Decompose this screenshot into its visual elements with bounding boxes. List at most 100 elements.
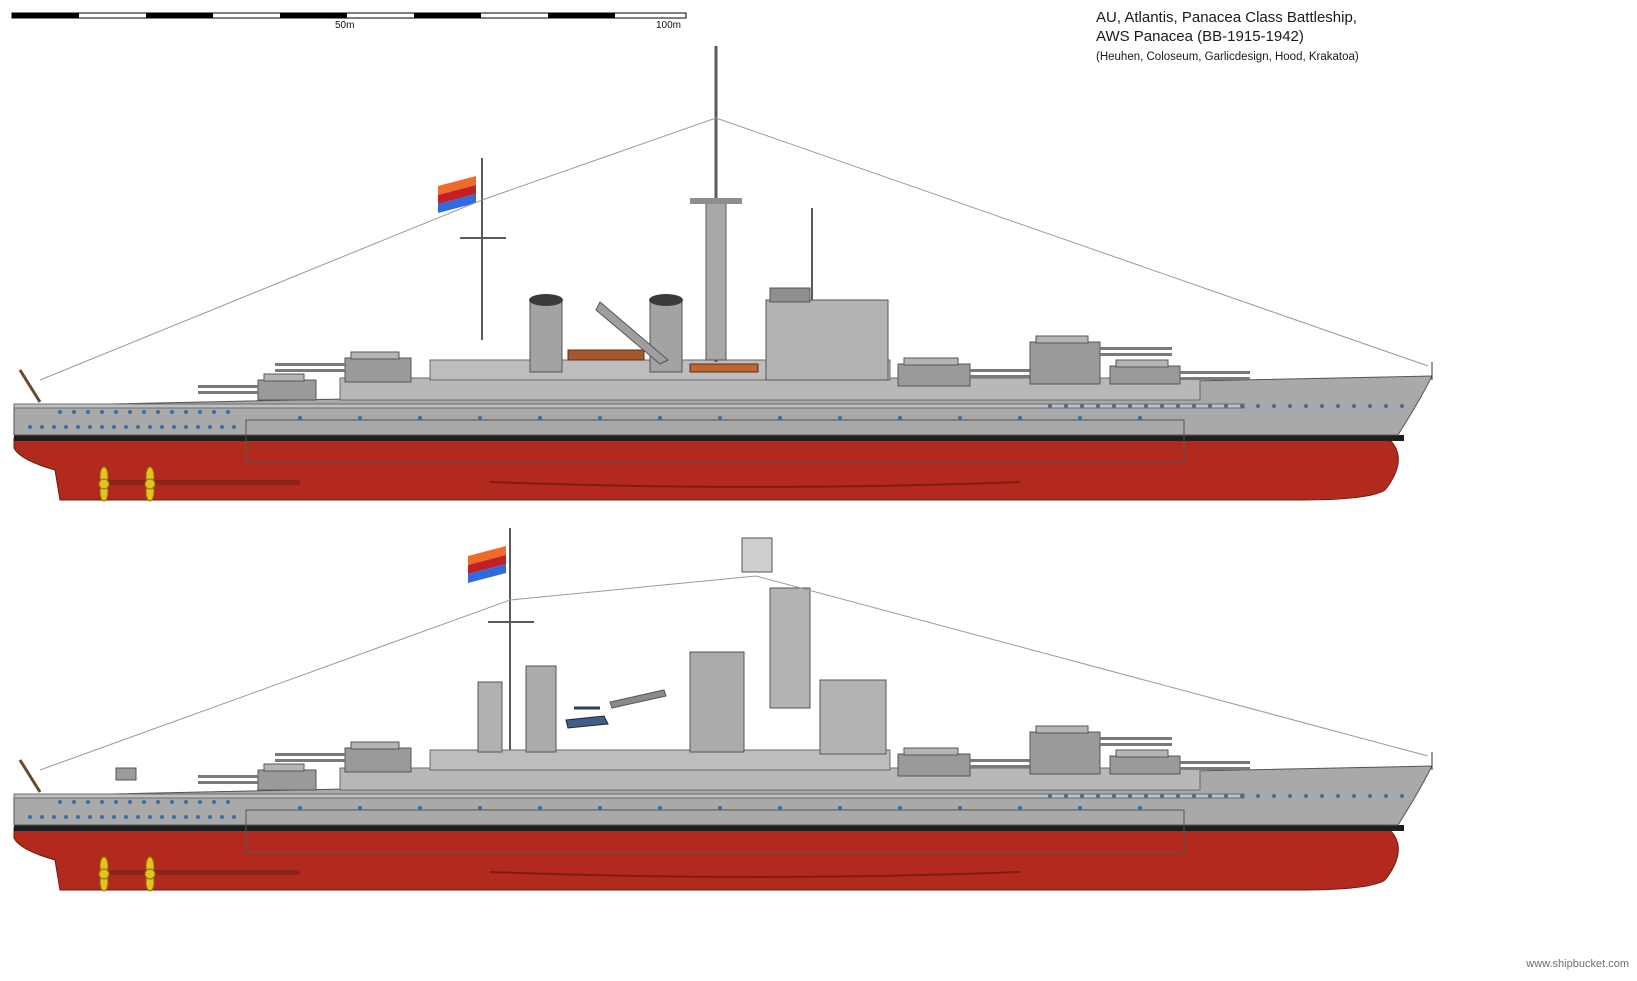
porthole bbox=[418, 416, 422, 420]
ships-boat bbox=[567, 349, 645, 361]
porthole bbox=[1272, 404, 1276, 408]
gun-barrel bbox=[970, 369, 1032, 372]
porthole bbox=[28, 815, 32, 819]
porthole bbox=[232, 425, 236, 429]
porthole bbox=[226, 410, 230, 414]
porthole bbox=[58, 410, 62, 414]
porthole bbox=[232, 815, 236, 819]
porthole bbox=[58, 800, 62, 804]
porthole bbox=[1320, 794, 1324, 798]
propeller-shaft bbox=[100, 870, 300, 875]
porthole bbox=[1096, 404, 1100, 408]
funnel-fore bbox=[529, 299, 563, 373]
porthole bbox=[1400, 404, 1404, 408]
gun-barrel bbox=[198, 385, 258, 388]
gun-barrel bbox=[1100, 737, 1172, 740]
flag-stripe bbox=[438, 185, 476, 204]
porthole bbox=[1272, 794, 1276, 798]
porthole bbox=[212, 410, 216, 414]
turret-roof bbox=[903, 747, 959, 756]
porthole bbox=[198, 410, 202, 414]
porthole bbox=[208, 815, 212, 819]
porthole bbox=[1176, 404, 1180, 408]
gun-barrel bbox=[1180, 377, 1250, 380]
porthole bbox=[88, 815, 92, 819]
porthole bbox=[1240, 794, 1244, 798]
porthole bbox=[136, 815, 140, 819]
armor-belt bbox=[245, 809, 1185, 853]
porthole bbox=[598, 806, 602, 810]
porthole bbox=[100, 800, 104, 804]
hull-underwater bbox=[13, 827, 1399, 891]
bridge-tower bbox=[765, 299, 889, 381]
gun-barrel bbox=[1180, 767, 1250, 770]
porthole bbox=[1048, 794, 1052, 798]
boat-crane bbox=[595, 301, 669, 365]
porthole bbox=[478, 416, 482, 420]
ship-profile-1942 bbox=[13, 528, 1433, 892]
porthole bbox=[100, 425, 104, 429]
porthole bbox=[198, 800, 202, 804]
porthole bbox=[148, 815, 152, 819]
porthole bbox=[1096, 794, 1100, 798]
stern-flagstaff bbox=[18, 369, 42, 403]
porthole bbox=[76, 425, 80, 429]
porthole bbox=[184, 425, 188, 429]
porthole bbox=[160, 815, 164, 819]
radar-antenna bbox=[741, 537, 773, 573]
porthole bbox=[1160, 794, 1164, 798]
porthole bbox=[1138, 416, 1142, 420]
porthole bbox=[184, 410, 188, 414]
funnel bbox=[689, 651, 745, 753]
porthole bbox=[598, 416, 602, 420]
deck-line bbox=[13, 403, 1245, 409]
propeller-hub bbox=[144, 868, 156, 880]
porthole bbox=[658, 806, 662, 810]
gun-barrel bbox=[970, 759, 1032, 762]
propeller-hub bbox=[98, 868, 110, 880]
propeller-shaft bbox=[100, 480, 300, 485]
porthole bbox=[1144, 794, 1148, 798]
tower-bridge bbox=[769, 587, 811, 709]
gun-turret bbox=[897, 753, 971, 777]
porthole bbox=[1368, 794, 1372, 798]
ship-profile-1915 bbox=[13, 46, 1433, 502]
porthole bbox=[1304, 404, 1308, 408]
porthole bbox=[1064, 794, 1068, 798]
gun-turret bbox=[257, 379, 317, 401]
porthole bbox=[160, 425, 164, 429]
porthole bbox=[1064, 404, 1068, 408]
porthole bbox=[86, 800, 90, 804]
porthole bbox=[1192, 794, 1196, 798]
porthole bbox=[114, 800, 118, 804]
porthole bbox=[1384, 794, 1388, 798]
porthole bbox=[1080, 794, 1084, 798]
seaplane bbox=[565, 715, 609, 729]
porthole bbox=[208, 425, 212, 429]
porthole bbox=[1304, 794, 1308, 798]
porthole bbox=[142, 800, 146, 804]
porthole bbox=[538, 806, 542, 810]
scale-label-50m: 50m bbox=[335, 20, 355, 31]
porthole bbox=[1078, 416, 1082, 420]
porthole bbox=[142, 410, 146, 414]
porthole bbox=[1352, 404, 1356, 408]
porthole bbox=[220, 425, 224, 429]
porthole bbox=[898, 416, 902, 420]
gun-barrel bbox=[275, 759, 345, 762]
aa-mount bbox=[115, 767, 137, 781]
porthole bbox=[1144, 404, 1148, 408]
boot-top-stripe bbox=[14, 435, 1404, 441]
title-line-1: AU, Atlantis, Panacea Class Battleship, bbox=[1096, 9, 1357, 26]
porthole bbox=[136, 425, 140, 429]
turret-roof bbox=[263, 373, 305, 382]
gun-barrel bbox=[1100, 743, 1172, 746]
porthole bbox=[1384, 404, 1388, 408]
gun-barrel bbox=[198, 391, 258, 394]
porthole bbox=[124, 425, 128, 429]
porthole bbox=[838, 416, 842, 420]
boot-top-stripe bbox=[14, 825, 1404, 831]
porthole bbox=[170, 410, 174, 414]
catapult-crane bbox=[609, 689, 667, 709]
propeller-hub bbox=[144, 478, 156, 490]
